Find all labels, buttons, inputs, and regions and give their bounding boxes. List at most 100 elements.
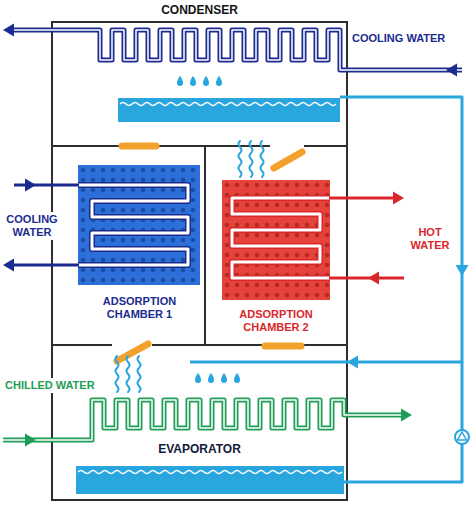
- adsorbent-dot: [325, 253, 330, 258]
- adsorbent-dot: [151, 268, 156, 273]
- hot-water-pipe: [329, 277, 404, 280]
- bed-coil: [232, 198, 330, 278]
- adsorbent-dot: [225, 263, 230, 268]
- adsorbent-dot: [325, 233, 330, 238]
- adsorbent-dot: [255, 293, 260, 298]
- adsorbent-dot: [315, 233, 320, 238]
- adsorbent-dot: [225, 293, 230, 298]
- adsorbent-dot: [141, 278, 146, 283]
- water-wave: [78, 471, 342, 474]
- adsorbent-dot: [305, 233, 310, 238]
- vapour-squiggle: [138, 356, 141, 392]
- water-drop: [216, 76, 222, 86]
- adsorbent-dot: [191, 228, 196, 233]
- adsorbent-dot: [101, 268, 106, 273]
- bed-coil: [78, 185, 188, 265]
- adsorbent-dot: [131, 258, 136, 263]
- vapour-squiggle: [239, 141, 242, 177]
- adsorbent-dot: [131, 178, 136, 183]
- adsorbent-dot: [181, 168, 186, 173]
- adsorbent-dot: [245, 283, 250, 288]
- adsorbent-dot: [285, 293, 290, 298]
- adsorbent-dot: [131, 208, 136, 213]
- adsorbent-dot: [235, 283, 240, 288]
- adsorbent-dot: [101, 168, 106, 173]
- vapour-squiggle: [127, 356, 130, 392]
- adsorbent-dot: [191, 208, 196, 213]
- adsorbent-dot: [181, 238, 186, 243]
- flow-arrow: [401, 409, 412, 422]
- adsorbent-dot: [161, 178, 166, 183]
- pipe: [461, 362, 464, 430]
- flow-arrow: [3, 259, 14, 272]
- adsorbent-dot: [245, 203, 250, 208]
- adsorbent-dot: [91, 188, 96, 193]
- adsorbent-dot: [325, 243, 330, 248]
- adsorbent-dot: [141, 188, 146, 193]
- adsorbent-dot: [325, 213, 330, 218]
- adsorbent-dot: [81, 238, 86, 243]
- pipe: [340, 96, 347, 99]
- adsorbent-dot: [151, 258, 156, 263]
- adsorbent-dot: [305, 253, 310, 258]
- label-holder: COOLING WATER: [2, 212, 62, 240]
- flow-label: COOLING WATER: [2, 212, 62, 240]
- chamber-section: EVAPORATOR: [52, 345, 347, 500]
- adsorbent-dot: [171, 268, 176, 273]
- adsorbent-dot: [325, 223, 330, 228]
- adsorbent-dot: [275, 183, 280, 188]
- pump-symbol: [458, 432, 467, 440]
- adsorbent-dot: [235, 203, 240, 208]
- adsorbent-dot: [191, 218, 196, 223]
- adsorbent-dot: [81, 258, 86, 263]
- adsorbent-dot: [245, 233, 250, 238]
- adsorbent-dot: [245, 223, 250, 228]
- section-label: EVAPORATOR: [158, 442, 241, 456]
- adsorbent-dot: [295, 293, 300, 298]
- adsorbent-dot: [315, 203, 320, 208]
- adsorbent-dot: [181, 268, 186, 273]
- water-drop: [195, 373, 201, 383]
- adsorbent-dot: [161, 188, 166, 193]
- adsorbent-dot: [91, 258, 96, 263]
- adsorbent-dot: [111, 238, 116, 243]
- adsorbent-dot: [81, 208, 86, 213]
- adsorbent-dot: [151, 178, 156, 183]
- section-label: ADSORPTION CHAMBER 1: [80, 295, 200, 321]
- adsorbent-dot: [225, 283, 230, 288]
- adsorbent-dot: [315, 293, 320, 298]
- adsorbent-dot: [171, 188, 176, 193]
- adsorbent-dot: [101, 238, 106, 243]
- adsorbent-dot: [191, 188, 196, 193]
- adsorbent-dot: [245, 183, 250, 188]
- adsorbent-dot: [285, 183, 290, 188]
- adsorbent-dot: [285, 253, 290, 258]
- divider-line: [204, 146, 206, 345]
- adsorbent-dot: [191, 268, 196, 273]
- condenser-coil: [14, 30, 462, 70]
- adsorbent-dot: [131, 238, 136, 243]
- adsorbent-dot: [225, 273, 230, 278]
- adsorbent-dot: [111, 258, 116, 263]
- water-wave: [120, 103, 336, 106]
- cooling-pipe: [14, 184, 79, 187]
- adsorbent-dot: [265, 293, 270, 298]
- adsorbent-dot: [275, 223, 280, 228]
- adsorbent-dot: [81, 218, 86, 223]
- flow-label: HOT WATER: [404, 226, 456, 252]
- adsorbent-dot: [225, 183, 230, 188]
- adsorbent-dot: [191, 248, 196, 253]
- adsorbent-dot: [285, 283, 290, 288]
- divider-line: [304, 145, 347, 147]
- adsorbent-dot: [275, 293, 280, 298]
- adsorbent-dot: [121, 278, 126, 283]
- adsorbent-dot: [255, 203, 260, 208]
- adsorbent-dot: [265, 283, 270, 288]
- adsorbent-dot: [275, 253, 280, 258]
- adsorbent-dot: [171, 238, 176, 243]
- condenser-coil-inner: [14, 30, 462, 70]
